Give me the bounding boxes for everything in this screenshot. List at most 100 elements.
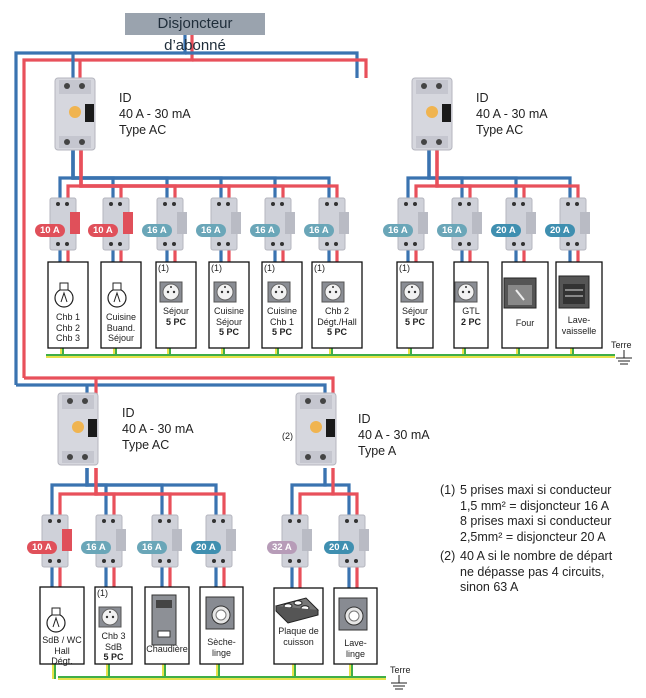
test-button	[426, 106, 438, 118]
circuit-label: Chaudière	[145, 644, 189, 655]
rcd-bottom-terminals	[62, 451, 94, 463]
footnote-1: (1) 5 prises maxi si conducteur 1,5 mm² …	[440, 483, 612, 545]
rcd-label-line: Type AC	[476, 123, 524, 137]
terminal-screw	[467, 202, 471, 206]
terminal-screw	[111, 519, 115, 523]
circuit-label-line: Dégt.	[51, 656, 73, 666]
load-box	[311, 261, 363, 349]
phase-branch-wire	[79, 150, 231, 198]
test-button	[310, 421, 322, 433]
circuit-note-mark: (1)	[314, 263, 325, 273]
toggle-lever	[442, 104, 451, 122]
rating-badge: 20 A	[324, 541, 354, 554]
circuit-label-line: Séjour	[162, 306, 189, 316]
socket-hole	[334, 290, 338, 294]
terminal-screw	[48, 519, 52, 523]
rating-badge: 10 A	[27, 541, 57, 554]
terminal-screw	[167, 559, 171, 563]
bulb-base	[59, 282, 69, 291]
rcd-note-mark: (2)	[282, 431, 293, 441]
terminal-screw	[320, 454, 326, 460]
terminal-screw	[345, 519, 349, 523]
socket-count: 5 PC	[103, 652, 124, 662]
terminal-screw	[325, 202, 329, 206]
circuit-note-mark: (1)	[158, 263, 169, 273]
rating-badge: 16 A	[250, 224, 280, 237]
socket-face	[403, 283, 421, 301]
breaker-lever	[526, 212, 536, 234]
breaker-lever	[231, 212, 241, 234]
socket-face	[101, 608, 119, 626]
circuit-breaker	[95, 514, 126, 568]
terminal-screw	[158, 519, 162, 523]
load-box	[155, 261, 197, 349]
rating-badge: 16 A	[196, 224, 226, 237]
circuit-label-line: Sèche-	[207, 637, 236, 647]
rcd-top-terminals	[416, 80, 448, 94]
neutral-branch-wire	[323, 468, 351, 515]
circuit-label-line: Chb 2	[324, 306, 350, 316]
socket-icon	[267, 281, 291, 303]
circuit-breaker	[102, 197, 133, 251]
circuit-label: Lave-vaisselle	[556, 315, 602, 336]
circuit-label-line: Chb 3	[101, 631, 126, 641]
socket-count: 5 PC	[165, 316, 186, 327]
rcd-top-terminals	[300, 395, 332, 409]
socket-hole	[274, 290, 278, 294]
rcd-top-terminals	[62, 395, 94, 409]
earth-label: Terre	[611, 340, 632, 350]
terminal-screw	[325, 242, 329, 246]
terminal-screw	[64, 83, 70, 89]
circuit-label-line: SdB / WC	[42, 635, 82, 645]
socket-hole	[467, 290, 471, 294]
terminal-screw	[458, 202, 462, 206]
neutral-to-rcd4	[16, 383, 327, 396]
neutral-branch-wire	[427, 150, 464, 198]
rating-badge: 16 A	[437, 224, 467, 237]
phase-to-rcd2	[192, 58, 368, 78]
socket-icon	[454, 281, 478, 303]
breaker-lever	[123, 212, 133, 234]
phase-branch-wire	[94, 468, 226, 515]
footnote-line: 2,5mm² = disjoncteur 20 A	[460, 529, 606, 544]
socket-hole	[105, 615, 109, 619]
breaker-lever	[226, 529, 236, 551]
rating-badge: 16 A	[383, 224, 413, 237]
socket-hole	[280, 290, 284, 294]
socket-icon	[213, 281, 237, 303]
rcd-bottom-terminals	[416, 136, 448, 148]
machine-drum	[348, 610, 360, 622]
breaker-lever	[62, 529, 72, 551]
rcd-label-line: Type AC	[122, 438, 170, 452]
terminal-screw	[566, 202, 570, 206]
phase-branch-wire	[435, 150, 472, 198]
breaker-lever	[418, 212, 428, 234]
bulb-base	[112, 282, 122, 291]
terminal-screw	[163, 202, 167, 206]
dishwasher-dishes	[565, 289, 583, 297]
circuit-breaker	[205, 514, 236, 568]
phase-branch-wire	[298, 468, 335, 515]
rcd-label-line: ID	[119, 91, 132, 105]
test-button	[69, 106, 81, 118]
hob-front	[275, 606, 319, 624]
socket-hole	[328, 290, 332, 294]
breaker-lever	[177, 212, 187, 234]
circuit-label-line: Cuisine	[105, 312, 136, 322]
neutral-branch-wire	[406, 150, 431, 198]
terminal-screw	[65, 242, 69, 246]
circuit-breaker	[281, 514, 312, 568]
terminal-screw	[111, 559, 115, 563]
terminal-screw	[436, 83, 442, 89]
terminal-screw	[172, 202, 176, 206]
socket-icon	[159, 281, 183, 303]
circuit-label-line: Lave-	[567, 315, 591, 325]
circuit-breaker	[338, 514, 369, 568]
rating-badge: 20 A	[191, 541, 221, 554]
washer-icon	[338, 597, 368, 631]
